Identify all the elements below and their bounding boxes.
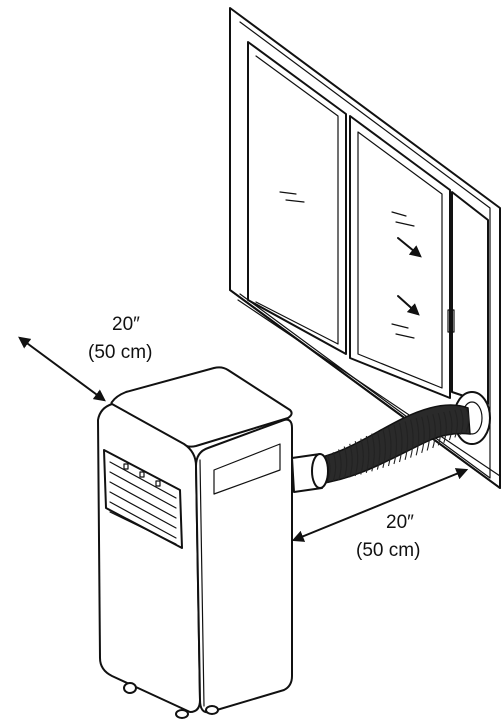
hose-rib bbox=[393, 424, 398, 465]
exhaust-hose bbox=[291, 391, 491, 493]
hose-rib bbox=[443, 411, 447, 443]
side-clearance-inches: 20″ bbox=[386, 512, 414, 533]
hose-rib bbox=[454, 409, 458, 438]
hose-rib bbox=[421, 416, 425, 454]
window-sill-edge bbox=[237, 299, 501, 477]
airflow-arrow-icon bbox=[397, 237, 422, 316]
unit-front bbox=[97, 403, 201, 713]
hose-rib bbox=[465, 407, 470, 433]
side-clearance-cm: (50 cm) bbox=[356, 540, 420, 561]
portable-air-conditioner bbox=[97, 366, 293, 719]
window-latch bbox=[447, 309, 455, 333]
window bbox=[229, 7, 501, 489]
hose-rib bbox=[432, 414, 436, 449]
hose-rib bbox=[410, 419, 414, 458]
hose-rib bbox=[426, 415, 431, 451]
window-left-sash-glass bbox=[255, 55, 339, 345]
window-right-sash bbox=[349, 115, 451, 399]
hose-rib bbox=[376, 431, 381, 470]
window-kit-panel bbox=[451, 191, 489, 405]
air-vent bbox=[103, 449, 183, 549]
hose-rib bbox=[382, 428, 386, 468]
unit-side bbox=[195, 418, 293, 714]
hose-rib bbox=[448, 410, 453, 441]
back-clearance-cm: (50 cm) bbox=[88, 342, 152, 363]
hose-rib bbox=[387, 426, 392, 467]
double-headed-arrow-icon bbox=[18, 336, 106, 402]
glass-reflection-marks bbox=[279, 191, 415, 339]
hose-rib bbox=[437, 412, 442, 446]
hose-rib bbox=[398, 422, 403, 463]
hose-rib bbox=[459, 408, 464, 435]
side-intake bbox=[213, 443, 281, 495]
window-right-sash-glass bbox=[357, 131, 443, 389]
hose-rib bbox=[404, 421, 409, 460]
casters bbox=[123, 682, 219, 719]
back-clearance-inches: 20″ bbox=[112, 314, 140, 335]
window-left-sash bbox=[247, 41, 347, 355]
hose-rib bbox=[415, 418, 420, 456]
window-sill bbox=[229, 289, 501, 489]
double-headed-arrow-icon bbox=[291, 468, 469, 542]
